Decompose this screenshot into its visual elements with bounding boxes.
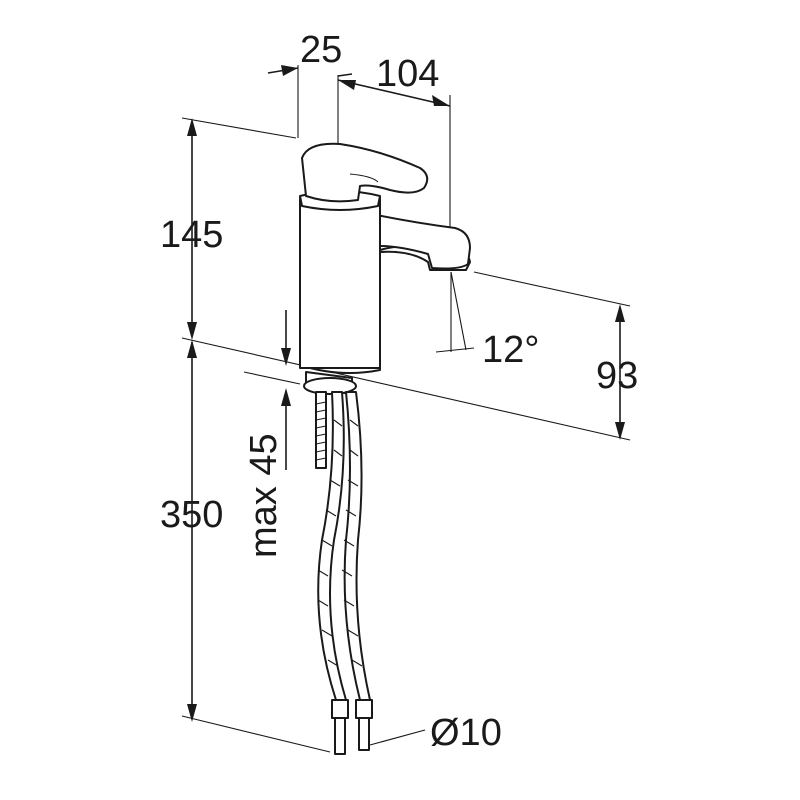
dim-spout-clearance: 93: [596, 355, 638, 397]
hose-braid: [317, 419, 363, 667]
dimension-lines: [187, 65, 625, 746]
lever-handle: [301, 142, 429, 203]
faucet: [299, 142, 471, 469]
threaded-stud: [315, 391, 327, 469]
body-column: [299, 197, 381, 369]
hose-right: [343, 391, 371, 701]
hose-fitting-right: [355, 699, 373, 719]
dim-handle-width: 25: [300, 29, 342, 71]
dim-faucet-height: 145: [160, 214, 223, 256]
extension-lines: [181, 65, 631, 753]
hose-fitting-left: [331, 699, 349, 719]
dim-mount-depth: max 45: [243, 433, 285, 558]
hose-tube-left: [334, 717, 346, 755]
flex-hoses: [317, 391, 373, 755]
hose-tube-right: [358, 717, 370, 751]
dim-spout-angle: 12°: [482, 329, 539, 371]
dim-hose-diameter: Ø10: [430, 712, 502, 754]
dim-spout-reach: 104: [376, 53, 439, 95]
spout: [371, 213, 471, 270]
dim-hose-length: 350: [160, 494, 223, 536]
